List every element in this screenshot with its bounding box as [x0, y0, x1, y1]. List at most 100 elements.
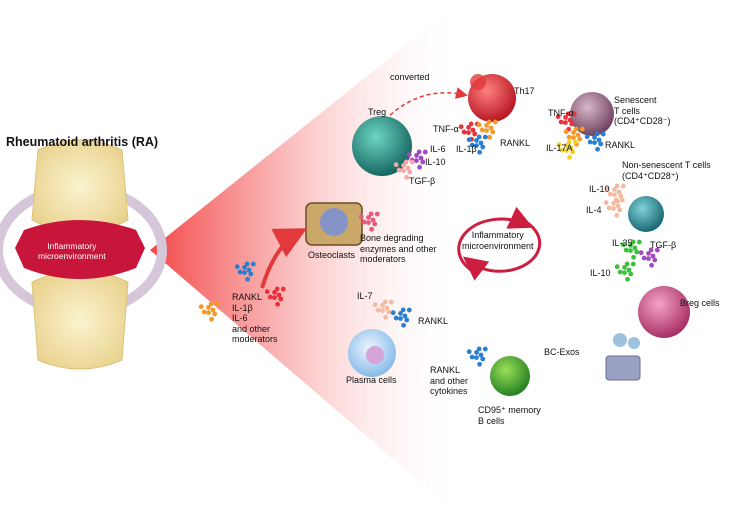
cytokine-dot: [575, 132, 581, 138]
treg-rankl-label: RANKL: [500, 138, 531, 148]
cytokine-dot: [402, 313, 408, 319]
cytokine-dot: [417, 164, 422, 170]
cytokine-dot: [622, 264, 627, 270]
cytokine-dot: [577, 136, 583, 142]
cytokine-dot: [368, 211, 374, 217]
converted-arrow: [384, 87, 468, 121]
cytokine-dot: [466, 349, 472, 355]
sen-rankl-label: RANKL: [605, 140, 636, 150]
cytokine-dot: [420, 159, 426, 165]
cytokine-dot: [619, 197, 625, 203]
cytokine-dot: [474, 349, 479, 355]
cytokine-dot: [209, 316, 214, 322]
cytokine-dot: [600, 131, 606, 137]
cytokine-dot: [237, 269, 243, 275]
memb-rankl-line-1: RANKL: [430, 365, 461, 375]
cytokine-dot: [372, 221, 378, 227]
osteoclasts-label: Osteoclasts: [308, 250, 356, 260]
senescent-label: Senescent T cells (CD4⁺CD28⁻): [614, 95, 671, 127]
cytokine-dot: [245, 276, 250, 282]
cytokine-dot: [246, 267, 252, 273]
cytokine-dot: [490, 129, 496, 135]
cytokine-dot: [477, 149, 482, 155]
cytokine-dot: [361, 219, 367, 225]
cytokine-dot: [567, 117, 573, 123]
cytokine-dot: [598, 141, 604, 147]
cytokine-dot: [384, 305, 390, 311]
cytokine-dot: [564, 148, 569, 153]
cytokine-dot: [484, 128, 489, 133]
cytokine-dot: [571, 129, 576, 135]
cytokine-dot: [566, 139, 572, 145]
cytokine-dot: [623, 247, 629, 253]
cytokine-dot: [466, 130, 471, 135]
treg-il10-label: IL-10: [425, 157, 446, 167]
senescent-t-cell: [570, 92, 614, 136]
cytokine-dot: [570, 149, 576, 155]
cytokine-dot: [579, 126, 585, 132]
cytokine-dot: [558, 119, 564, 125]
cytokine-dot: [405, 165, 411, 171]
center-label: Inflammatory microenvironment: [462, 230, 534, 251]
cytokine-dot: [375, 307, 381, 313]
cytokine-dot: [264, 289, 270, 295]
osteoclast-arrow: [260, 228, 308, 289]
cytokine-dot: [469, 142, 475, 148]
cytokine-dot: [484, 122, 489, 128]
cytokine-dot: [380, 302, 385, 308]
cytokine-dot: [386, 309, 392, 315]
cytokine-dot: [617, 207, 623, 213]
cytokine-dot: [482, 134, 488, 140]
cytokine-dot: [414, 158, 419, 163]
cytokine-dot: [572, 139, 578, 145]
memb-label: CD95⁺ memory B cells: [478, 405, 541, 426]
cytokine-dot: [611, 206, 616, 211]
cytokine-dot: [612, 186, 617, 192]
plasma-il7-label: IL-7: [357, 291, 373, 301]
ns-il4-label: IL-4: [586, 205, 602, 215]
cytokine-dot: [208, 301, 214, 307]
cytokine-dot: [630, 239, 636, 245]
cytokine-dot: [594, 131, 600, 137]
left-moderators-line-2: IL-1β: [232, 302, 253, 313]
cytokine-dot: [372, 302, 378, 308]
cytokine-dot: [652, 257, 658, 263]
nonsenescent-label-line-2: (CD4⁺CD28⁺): [622, 170, 679, 181]
upper-bone: [31, 139, 129, 233]
joint-label-line-2: microenvironment: [38, 251, 106, 261]
memory-b-cell: [490, 356, 530, 396]
left-moderators-line-1: RANKL: [232, 292, 263, 302]
cytokine-dot: [566, 134, 572, 140]
nonsenescent-label: Non-senescent T cells (CD4⁺CD28⁺): [622, 160, 711, 181]
cytokine-dot: [276, 292, 282, 298]
cytokine-dot: [559, 147, 565, 153]
cytokine-dot: [401, 322, 406, 328]
cytokine-dot: [275, 301, 280, 307]
th17-label: Th17: [514, 86, 535, 96]
memb-rankl-line-2: and other: [430, 375, 469, 386]
cytokine-dot: [210, 307, 216, 313]
cytokine-dot: [587, 139, 593, 145]
cytokine-dot: [488, 125, 494, 131]
cytokine-dot: [573, 126, 579, 132]
left-moderators-line-5: moderators: [232, 334, 278, 344]
cytokine-dot: [612, 192, 617, 197]
cytokine-dot: [595, 146, 600, 152]
bcexos-label: BC-Exos: [544, 347, 580, 357]
cytokine-dot: [625, 276, 630, 282]
memb-label-line-1: CD95⁺ memory: [478, 405, 541, 415]
cytokine-dot: [624, 261, 630, 267]
bone-enzymes-line-3: moderators: [360, 254, 406, 264]
joint-label-line-1: Inflammatory: [47, 241, 97, 251]
plasma-label: Plasma cells: [346, 375, 397, 385]
memb-label-line-2: B cells: [478, 415, 505, 426]
cytokine-dot: [584, 134, 590, 140]
nonsenescent-label-line-1: Non-senescent T cells: [622, 160, 711, 170]
converted-label: converted: [390, 72, 430, 82]
cytokine-dot: [480, 356, 486, 362]
center-label-line-1: Inflammatory: [471, 230, 524, 240]
cytokine-dot: [400, 307, 406, 313]
cytokine-dot: [487, 134, 492, 140]
